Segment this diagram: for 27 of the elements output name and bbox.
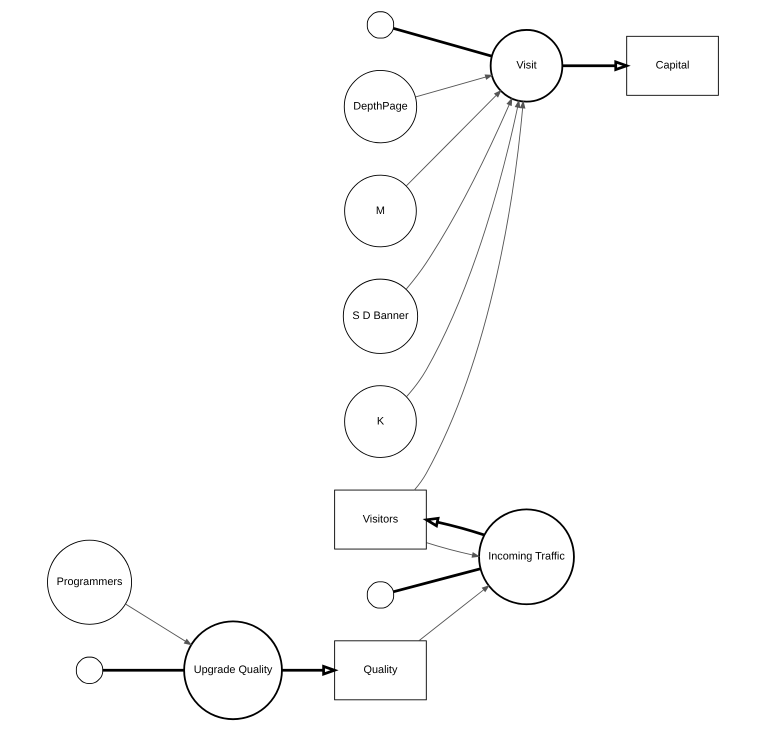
arrow <box>562 60 630 72</box>
arrow <box>282 664 338 676</box>
arrow <box>422 516 484 536</box>
arrow <box>413 100 525 491</box>
node-circle: DepthPage <box>343 70 417 144</box>
connector <box>102 668 184 672</box>
arrow <box>124 604 192 646</box>
node-circle: K <box>344 385 416 458</box>
node-cloud <box>366 581 394 609</box>
arrow <box>414 74 493 98</box>
node-circle: S D Banner <box>342 278 418 354</box>
node-box: Quality <box>334 640 426 700</box>
node-circle: M <box>344 174 416 248</box>
connector <box>392 27 492 58</box>
node-box: Capital <box>626 36 718 96</box>
node-circle: Visit <box>489 29 563 103</box>
arrow <box>405 100 520 398</box>
arrow <box>406 90 502 186</box>
connector <box>392 567 480 593</box>
node-cloud <box>75 656 103 684</box>
node-box: Visitors <box>334 490 426 550</box>
node-circle: Incoming Traffic <box>478 508 574 606</box>
node-cloud <box>366 11 394 39</box>
arrow <box>426 542 480 558</box>
node-circle: Programmers <box>46 540 132 625</box>
arrow <box>418 584 490 642</box>
arrow <box>405 98 512 290</box>
